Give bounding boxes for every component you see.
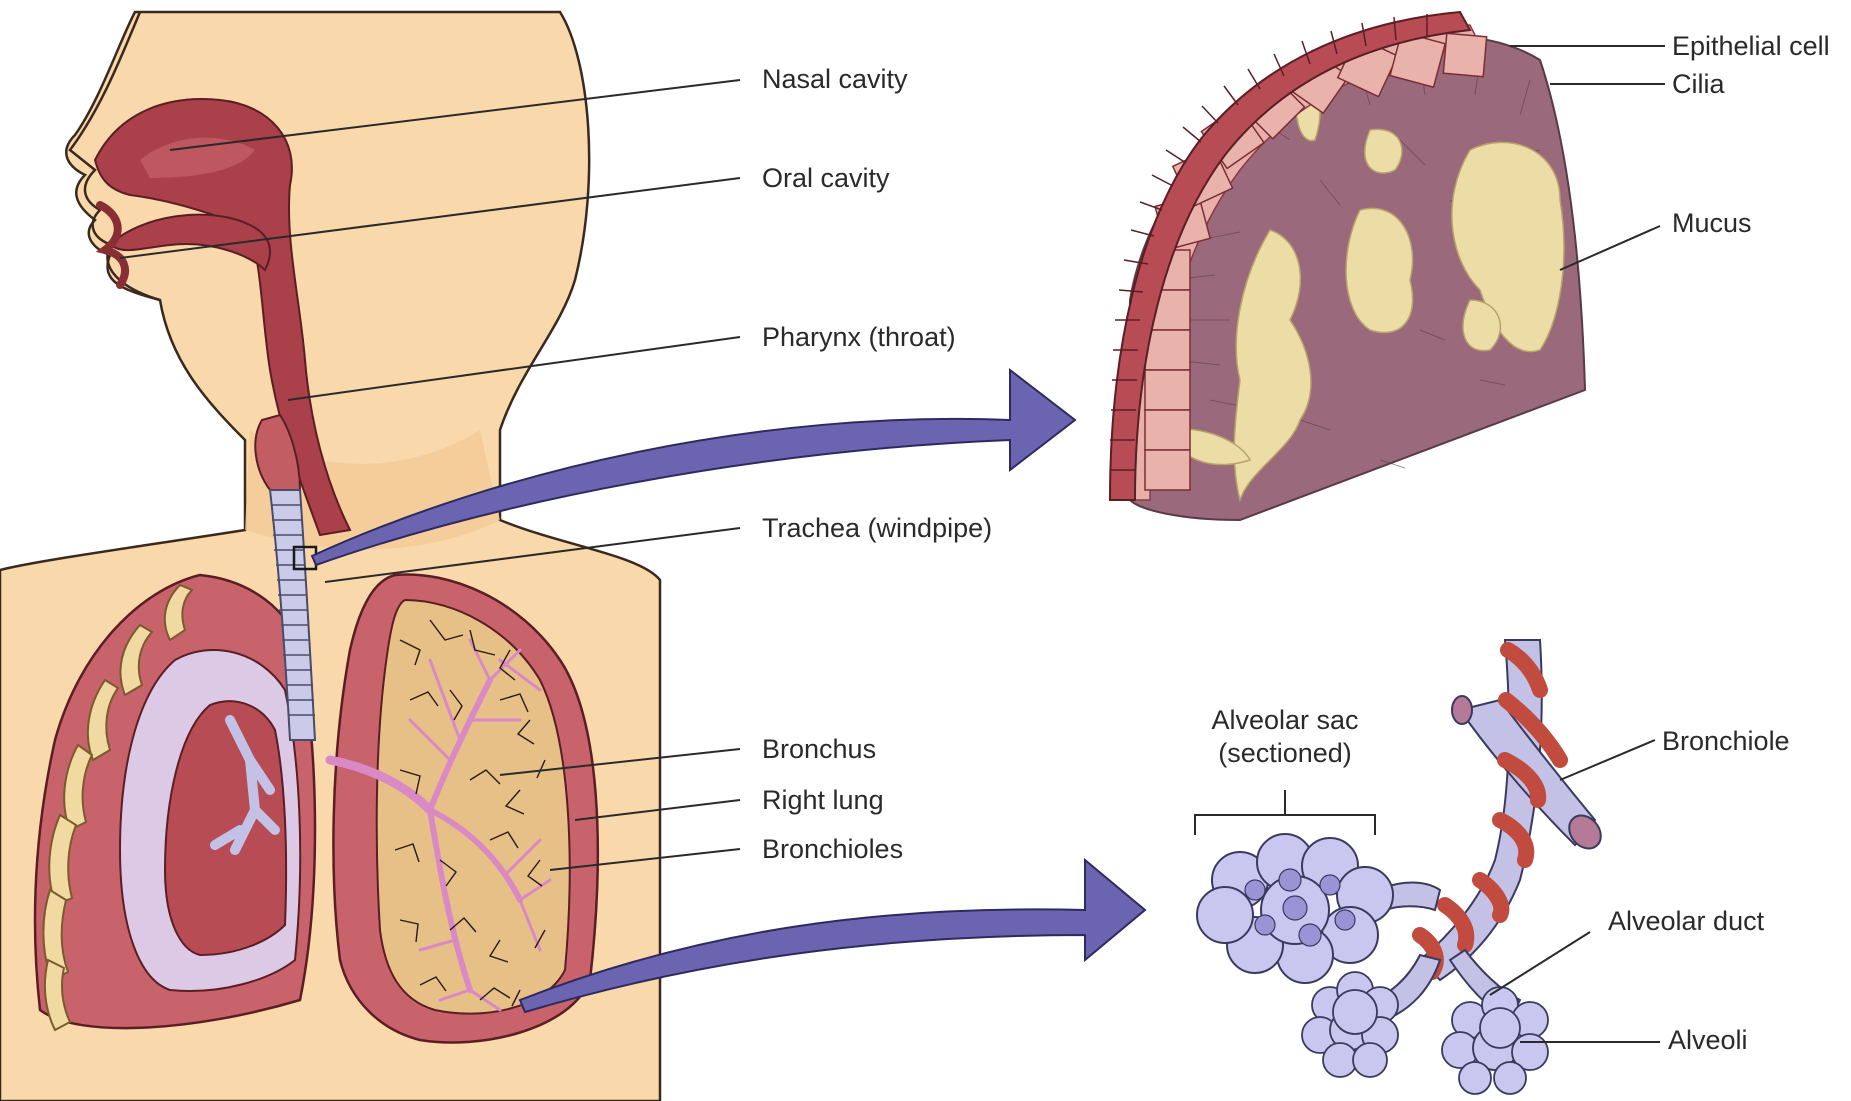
label-alveolar-sac-line1: Alveolar sac	[1211, 705, 1358, 735]
label-epithelial-cell: Epithelial cell	[1672, 31, 1830, 61]
epithelial-cell-shape	[1145, 370, 1190, 410]
alveoli-cluster-left	[1302, 972, 1398, 1077]
label-alveolar-duct: Alveolar duct	[1608, 906, 1765, 936]
epithelium-section	[1110, 12, 1585, 520]
label-alveolar-sac-line2: (sectioned)	[1218, 738, 1352, 768]
label-cilia: Cilia	[1672, 69, 1725, 99]
label-pharynx: Pharynx (throat)	[762, 322, 956, 352]
epithelial-cell-shape	[1443, 33, 1486, 76]
leader-alveolar-duct	[1490, 932, 1590, 995]
top-branch-opening	[1452, 696, 1472, 724]
leader-bronchiole	[1560, 740, 1655, 780]
label-bronchiole: Bronchiole	[1662, 726, 1790, 756]
bronchiole-tube	[1420, 640, 1542, 980]
alveoli-cluster-right	[1442, 987, 1548, 1094]
label-right-lung: Right lung	[762, 785, 884, 815]
epithelial-cell-shape	[1145, 410, 1190, 450]
label-alveoli: Alveoli	[1668, 1025, 1748, 1055]
epithelial-cell-shape	[1145, 330, 1190, 370]
label-mucus: Mucus	[1672, 208, 1752, 238]
label-bronchus: Bronchus	[762, 734, 876, 764]
label-oral-cavity: Oral cavity	[762, 163, 890, 193]
label-nasal-cavity: Nasal cavity	[762, 64, 908, 94]
label-trachea: Trachea (windpipe)	[762, 513, 992, 543]
label-bronchioles: Bronchioles	[762, 834, 903, 864]
alveolar-sac-bracket	[1195, 790, 1375, 835]
epithelial-cell-shape	[1145, 450, 1190, 490]
